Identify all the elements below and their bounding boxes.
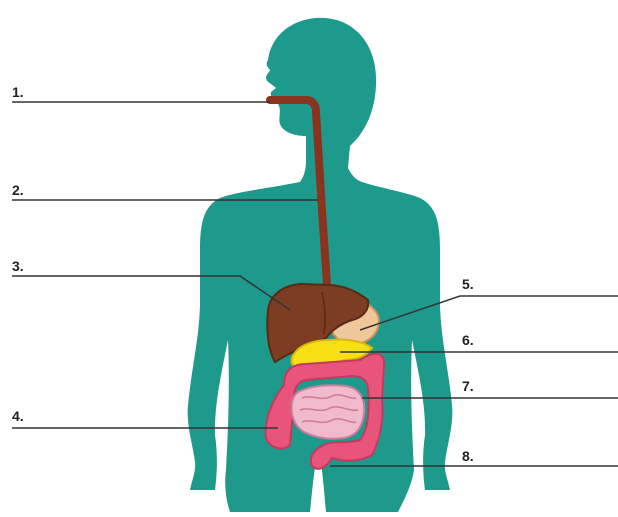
callout-label-7: 7. <box>462 378 474 394</box>
small-intestine <box>292 385 365 439</box>
callout-label-6: 6. <box>462 332 474 348</box>
callout-label-3: 3. <box>12 258 24 274</box>
callout-label-4: 4. <box>12 408 24 424</box>
callout-label-2: 2. <box>12 182 24 198</box>
callout-label-8: 8. <box>462 448 474 464</box>
callout-label-1: 1. <box>12 84 24 100</box>
callout-label-5: 5. <box>462 276 474 292</box>
